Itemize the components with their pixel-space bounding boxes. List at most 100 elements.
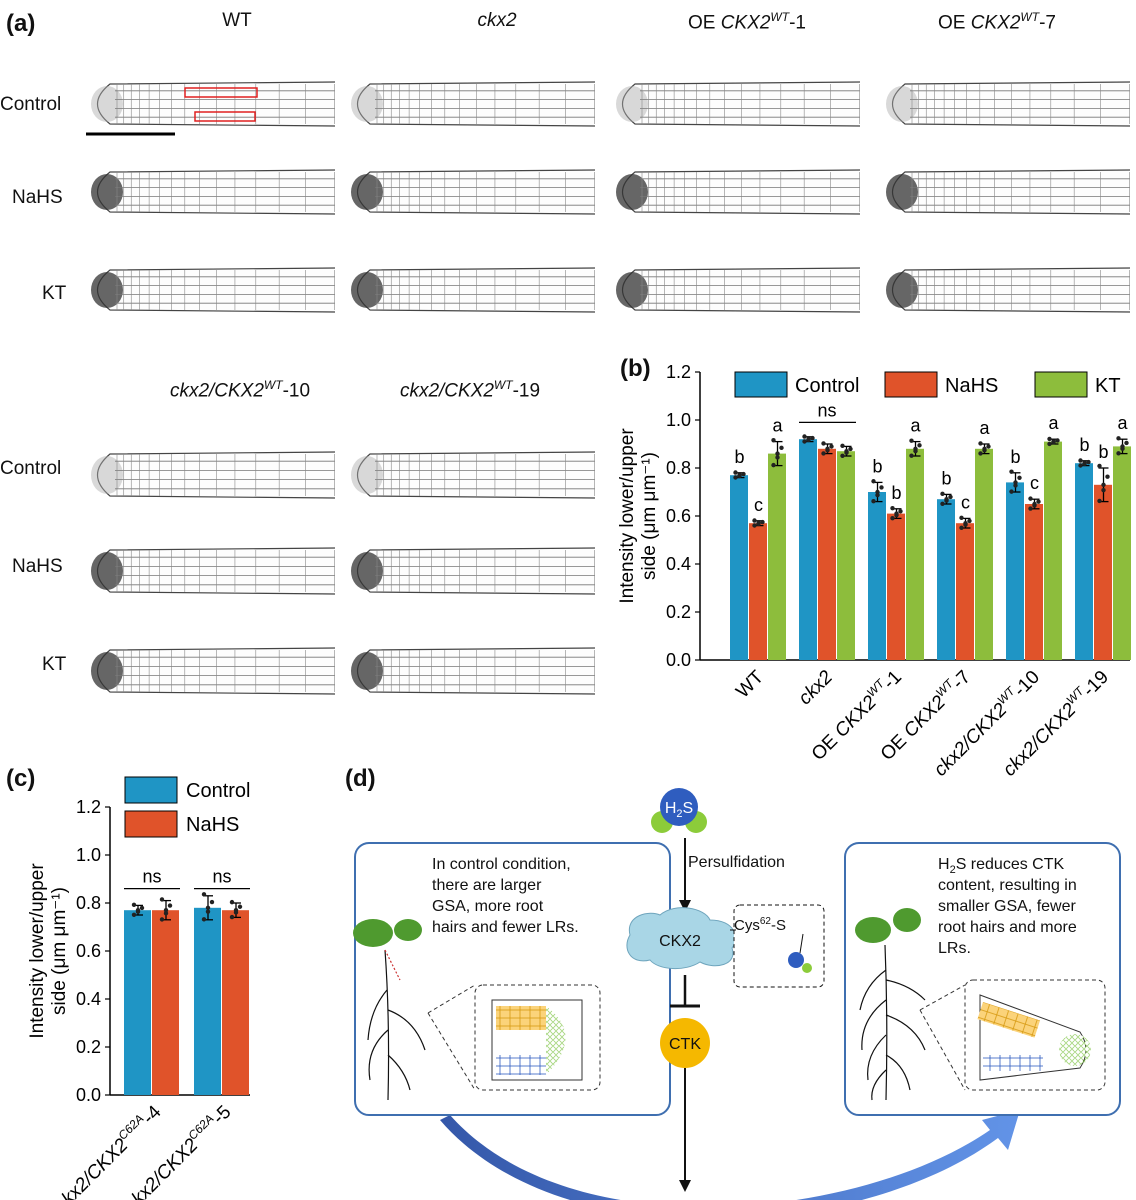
data-point: [163, 908, 169, 913]
row-label-nahs-bottom: NaHS: [12, 556, 63, 577]
root-image-top-1-0: [351, 81, 596, 127]
data-point: [806, 437, 811, 442]
data-point: [1086, 459, 1091, 465]
column-header-wt: WT: [222, 10, 252, 31]
data-point: [909, 453, 914, 458]
data-point: [917, 443, 922, 448]
root-image-top-2-2: [616, 267, 861, 313]
bar-kt-2: [906, 448, 924, 660]
root-image-bottom-0-0: [91, 451, 336, 499]
data-point: [913, 446, 918, 451]
data-point: [205, 909, 211, 914]
root-image-bottom-1-1: [351, 547, 596, 595]
data-point: [233, 908, 239, 913]
bar-control-2: [868, 492, 886, 660]
left-seedling: [367, 949, 426, 1101]
y-tick-label: 1.2: [666, 362, 691, 382]
bar-control-1: [194, 907, 221, 1095]
data-point: [760, 519, 765, 525]
data-point: [1055, 438, 1060, 443]
ns-label: ns: [212, 867, 231, 887]
y-axis-label: Intensity lower/upperside (μm μm⁻¹): [617, 428, 660, 604]
data-point: [879, 485, 884, 490]
data-point: [898, 509, 903, 514]
root-image-top-0-1: [91, 169, 336, 215]
data-point: [201, 892, 207, 897]
bar-nahs-1: [222, 910, 249, 1095]
data-point: [894, 511, 899, 516]
data-point: [1013, 483, 1018, 488]
y-tick-label: 0.8: [76, 893, 101, 913]
data-point: [135, 908, 141, 913]
root-image-top-1-2: [351, 267, 596, 313]
data-point: [840, 443, 845, 449]
ckx2-label: CKX2: [659, 933, 701, 950]
data-point: [1032, 501, 1037, 507]
data-point: [205, 905, 211, 910]
column-header-c19: ckx2/CKX2WT-19: [399, 378, 541, 402]
data-point: [821, 441, 826, 446]
ns-label: ns: [817, 400, 836, 420]
data-point: [1124, 440, 1129, 446]
panel-c-label: (c): [6, 765, 36, 792]
data-point: [1105, 474, 1110, 479]
data-point: [940, 491, 945, 497]
data-point: [201, 917, 207, 922]
data-point: [1120, 444, 1125, 449]
bar-control-4: [1006, 482, 1024, 660]
data-point: [871, 479, 876, 484]
root-image-top-0-2: [91, 267, 336, 313]
y-tick-label: 0.0: [666, 650, 691, 670]
data-point: [737, 473, 742, 478]
y-tick-label: 1.0: [666, 410, 691, 430]
left-leaf-1: [353, 919, 393, 947]
data-point: [1116, 436, 1121, 441]
sig-letter: b: [872, 456, 882, 476]
data-point: [875, 489, 880, 495]
data-point: [959, 525, 964, 531]
data-point: [963, 521, 968, 526]
sig-letter: b: [1079, 435, 1089, 455]
cys-sulfur-atom: [788, 952, 804, 968]
data-point: [948, 494, 953, 500]
bar-control-3: [937, 499, 955, 660]
bar-nahs-2: [887, 513, 905, 660]
data-point: [733, 470, 738, 475]
y-tick-label: 0.0: [76, 1085, 101, 1105]
h2s-sulfur-atom: [660, 788, 698, 826]
y-axis-label: Intensity lower/upperside (μm μm⁻¹): [27, 863, 70, 1039]
bar-kt-5: [1113, 446, 1131, 660]
data-point: [237, 904, 243, 909]
sig-letter: c: [1030, 473, 1039, 493]
root-image-bottom-0-1: [91, 547, 336, 595]
data-point: [890, 516, 895, 521]
sig-letter: a: [772, 416, 783, 436]
legend-swatch-control: [734, 371, 788, 398]
data-point: [131, 912, 137, 918]
persulfidation-label: Persulfidation: [688, 854, 785, 871]
sig-letter: b: [891, 483, 901, 503]
y-tick-label: 0.8: [666, 458, 691, 478]
data-point: [1101, 482, 1106, 487]
data-point: [1009, 489, 1014, 494]
data-point: [1028, 496, 1033, 501]
y-tick-label: 0.6: [666, 506, 691, 526]
data-point: [159, 917, 165, 922]
legend-label-nahs: NaHS: [186, 814, 239, 836]
panel-a-label: (a): [6, 10, 36, 37]
data-point: [1028, 506, 1033, 511]
data-point: [967, 518, 972, 524]
data-point: [775, 451, 780, 456]
data-point: [159, 897, 165, 902]
sig-letter: b: [941, 468, 951, 488]
data-point: [775, 455, 780, 460]
root-image-top-2-0: [616, 81, 861, 127]
ckx2-protein-shape: [626, 907, 736, 969]
data-point: [1009, 469, 1014, 474]
data-point: [1047, 441, 1052, 447]
right-box-text: H2S reduces CTK content, resulting in sm…: [938, 856, 1081, 957]
highlight-cell-upper: [184, 87, 258, 98]
data-point: [871, 499, 876, 504]
data-point: [978, 441, 983, 446]
